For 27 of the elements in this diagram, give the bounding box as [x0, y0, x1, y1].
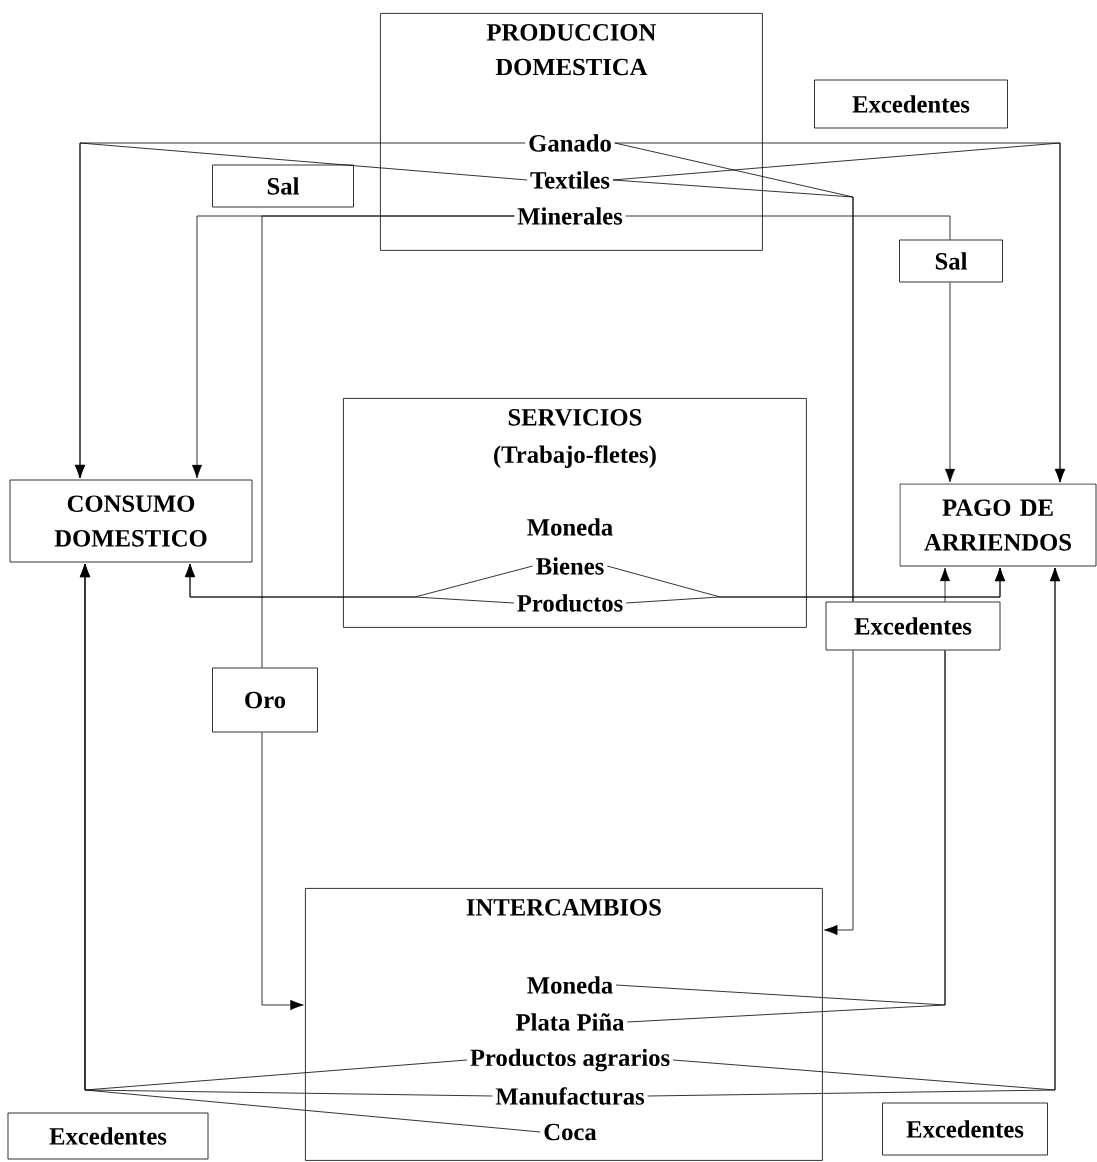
item-label: Moneda — [527, 518, 613, 536]
item-label: Minerales — [517, 207, 623, 225]
item-label: Plata Piña — [515, 1013, 625, 1031]
category-box: PAGO DE ARRIENDOS — [899, 483, 1097, 567]
tag-box: Excedentes — [814, 79, 1008, 129]
item-label: Manufacturas — [495, 1087, 645, 1105]
item-label: Ganado — [529, 134, 611, 152]
tag-box: Excedentes — [7, 1112, 209, 1160]
tag-box: Excedentes — [825, 601, 1001, 651]
arrow — [944, 282, 956, 483]
arrow — [625, 567, 1006, 604]
category-box: CONSUMO DOMESTICO — [9, 479, 253, 563]
item-label: Moneda — [527, 976, 613, 994]
arrow — [79, 563, 541, 1133]
arrow — [184, 563, 515, 604]
tag-box: Sal — [899, 239, 1003, 283]
item-label: Coca — [544, 1123, 597, 1141]
tag-box: Excedentes — [882, 1102, 1048, 1156]
tag-box: Sal — [212, 164, 354, 208]
item-label: Productos agrarios — [470, 1048, 670, 1072]
item-label: Productos — [517, 594, 623, 612]
arrow — [261, 732, 304, 1011]
item-label: Bienes — [536, 557, 604, 575]
arrow — [939, 567, 951, 602]
item-label: Textiles — [530, 171, 610, 189]
tag-box: Oro — [212, 667, 318, 733]
arrow — [824, 650, 854, 936]
